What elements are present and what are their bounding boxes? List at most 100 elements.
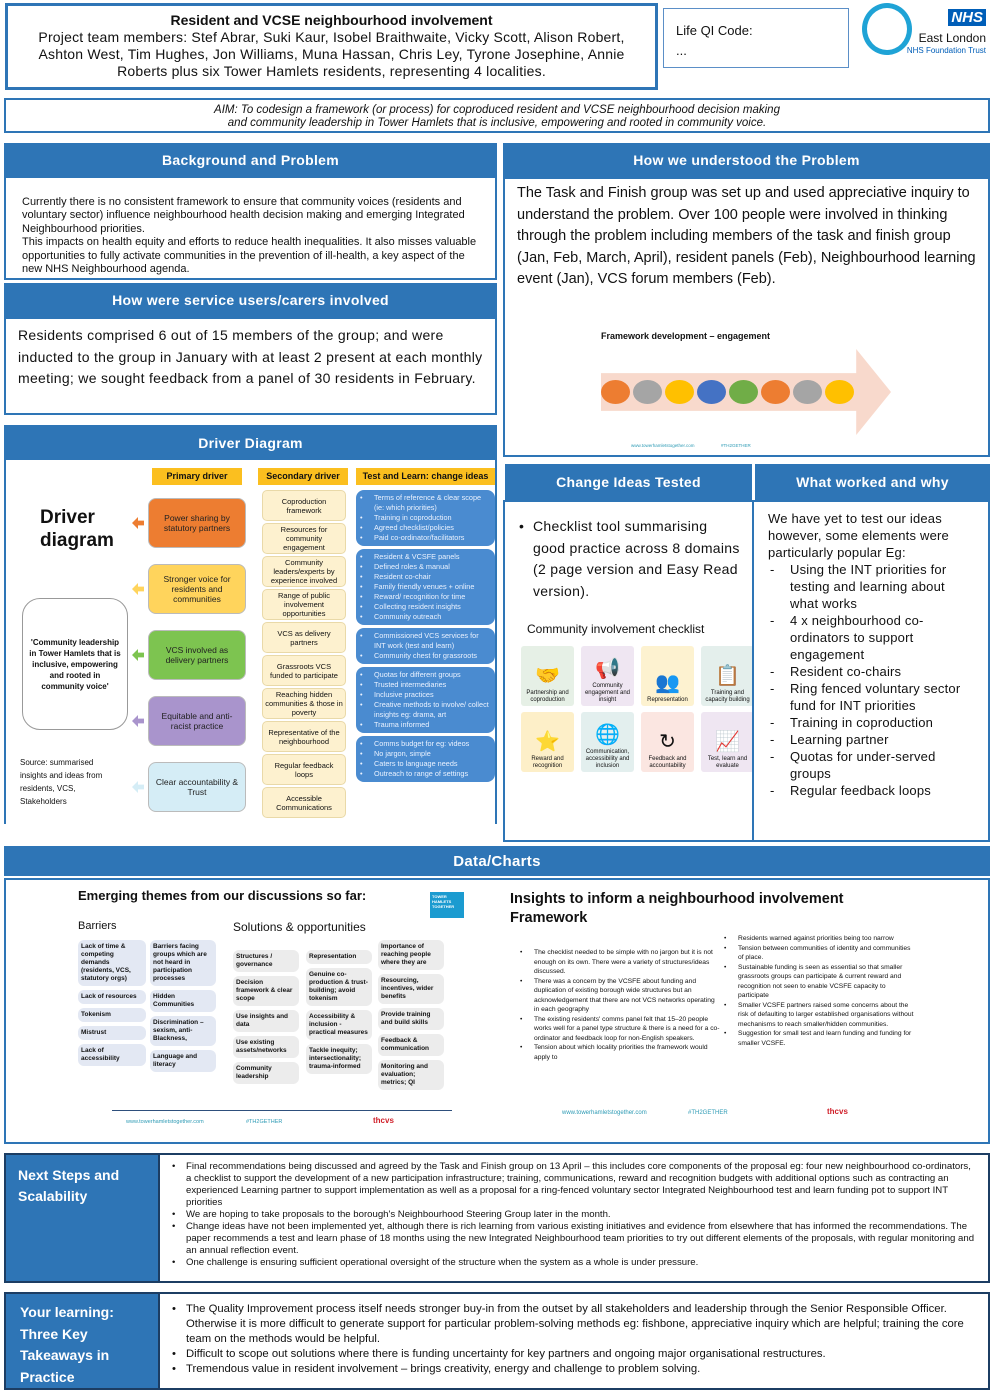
checklist-card-label: Communication, accessibility and inclusi…	[585, 749, 630, 769]
themes-title: Emerging themes from our discussions so …	[78, 888, 367, 903]
change-idea: Comms budget for eg: videos	[360, 739, 491, 749]
theme-pill: Representation	[306, 950, 372, 964]
theme-pill: Structures / governance	[233, 950, 299, 972]
globe-chat-icon: 🌐	[595, 724, 620, 746]
data-header: Data/Charts	[4, 846, 990, 876]
insight-item: Tension between communities of identity …	[724, 944, 914, 963]
theme-pill: Mistrust	[78, 1026, 146, 1040]
involved-header: How were service users/carers involved	[4, 283, 497, 317]
insights-footer-url: www.towerhamletstogether.com	[562, 1110, 647, 1116]
change-idea: Caters to language needs	[360, 759, 491, 769]
primary-driver: VCS involved as delivery partners	[148, 630, 246, 680]
team-members: Project team members: Stef Abrar, Suki K…	[38, 29, 625, 79]
col-change: Test and Learn: change ideas	[356, 468, 495, 485]
insight-item: Sustainable funding is seen as essential…	[724, 963, 914, 1001]
insight-item: There was a concern by the VCSFE about f…	[520, 977, 720, 1015]
theme-pill: Provide training and build skills	[378, 1008, 444, 1030]
involved-text: Residents comprised 6 out of 15 members …	[18, 327, 483, 386]
worked-body: We have yet to test our ideas however, s…	[752, 500, 990, 842]
org-sub: NHS Foundation Trust	[906, 46, 986, 55]
figure-footer-url: www.towerhamletstogether.com	[631, 443, 695, 448]
checklist-card-label: Partnership and coproduction	[526, 690, 569, 703]
checklist-card-label: Community engagement and insight	[584, 683, 631, 703]
secondary-driver: Representative of the neighbourhood	[262, 721, 346, 752]
checklist-card: 🌐 Communication, accessibility and inclus…	[581, 712, 634, 772]
theme-pill: Barriers facing groups which are not hea…	[150, 940, 216, 986]
qi-label: Life QI Code:	[676, 23, 753, 38]
secondary-driver: Resources for community engagement	[262, 523, 346, 554]
change-idea: Creative methods to involve/ collect ins…	[360, 700, 491, 720]
insight-item: The checklist needed to be simple with n…	[520, 948, 720, 977]
theme-pill: Lack of time & competing demands (reside…	[78, 940, 146, 986]
secondary-driver: Accessible Communications	[262, 787, 346, 818]
change-idea: Outreach to range of settings	[360, 769, 491, 779]
checklist-card: 🤝Partnership and coproduction	[521, 646, 574, 706]
elft-logo: NHS East London NHS Foundation Trust	[860, 3, 990, 61]
title-box: Resident and VCSE neighbourhood involvem…	[5, 3, 658, 90]
theme-pill: Use existing assets/networks	[233, 1036, 299, 1058]
change-header: Change Ideas Tested	[505, 464, 752, 500]
theme-pill: Use insights and data	[233, 1010, 299, 1032]
learning-label-panel: Your learning: Three Key Takeaways in Pr…	[4, 1292, 160, 1390]
together-badge: TOWER HAMLETS TOGETHER	[430, 892, 464, 918]
checklist-card: 👥 Representation	[641, 646, 694, 706]
theme-pill: Hidden Communities	[150, 990, 216, 1012]
checklist-card-label: Representation	[647, 697, 688, 703]
barriers-title: Barriers	[78, 920, 117, 932]
refresh-check-icon: ↻	[659, 731, 676, 753]
clipboard-chart-icon: 📈	[715, 731, 740, 753]
arrow-left-icon	[132, 781, 144, 793]
life-qi-box: Life QI Code: ...	[663, 8, 849, 68]
checklist-title: Community involvement checklist	[527, 622, 705, 636]
change-idea: Trauma informed	[360, 720, 491, 730]
theme-pill: Resourcing, incentives, wider benefits	[378, 974, 444, 1004]
arrow-left-icon	[132, 517, 144, 529]
change-ideas-group: Comms budget for eg: videosNo jargon, si…	[356, 736, 495, 782]
next-step-item: Final recommendations being discussed an…	[172, 1161, 976, 1209]
timeline-circle	[697, 380, 726, 404]
change-idea: Quotas for different groups	[360, 670, 491, 680]
understood-header: How we understood the Problem	[503, 143, 990, 177]
checklist-card: ↻Feedback and accountability	[641, 712, 694, 772]
secondary-driver: Grassroots VCS funded to participate	[262, 655, 346, 686]
themes-footer-url: www.towerhamletstogether.com	[126, 1119, 204, 1125]
timeline-circle	[825, 380, 854, 404]
change-ideas-group: Terms of reference & clear scope (ie: wh…	[356, 490, 495, 546]
change-idea: Training in coproduction	[360, 513, 491, 523]
timeline-circle	[665, 380, 694, 404]
involved-body: Residents comprised 6 out of 15 members …	[4, 317, 497, 415]
checklist-card: 📋Training and capacity building	[701, 646, 754, 706]
nhs-logo: NHS	[948, 9, 986, 26]
insight-item: Suggestion for small test and learn fund…	[724, 1029, 914, 1048]
timeline-circle	[729, 380, 758, 404]
framework-figure: Framework development – engagement www.t…	[591, 329, 891, 455]
understood-body: The Task and Finish group was set up and…	[503, 177, 990, 457]
theme-pill: Decision framework & clear scope	[233, 976, 299, 1006]
worked-item: Ring fenced voluntary sector fund for IN…	[768, 680, 974, 714]
figure-footer-tag: #TH2GETHER	[721, 443, 751, 448]
themes-divider	[112, 1110, 452, 1111]
change-idea: No jargon, simple	[360, 749, 491, 759]
worked-item: Quotas for under-served groups	[768, 748, 974, 782]
change-idea: Terms of reference & clear scope (ie: wh…	[360, 493, 491, 513]
poster-title: Resident and VCSE neighbourhood involvem…	[170, 12, 493, 28]
insight-item: Smaller VCSFE partners raised some conce…	[724, 1001, 914, 1030]
driver-diagram: Driver diagram 'Community leadership in …	[4, 460, 497, 824]
change-idea: Community outreach	[360, 612, 491, 622]
learning-item: Tremendous value in resident involvement…	[172, 1362, 976, 1377]
checklist-card-label: Training and capacity building	[705, 690, 750, 703]
arrow-left-icon	[132, 583, 144, 595]
change-idea: Agreed checklist/policies	[360, 523, 491, 533]
timeline-circle	[761, 380, 790, 404]
change-idea-item: Checklist tool summarising good practice…	[519, 516, 742, 602]
worked-header: What worked and why	[755, 464, 990, 500]
secondary-driver: Reaching hidden communities & those in p…	[262, 688, 346, 719]
secondary-driver: Range of public involvement opportunitie…	[262, 589, 346, 620]
insights-thcvs-logo: thcvs	[827, 1107, 848, 1116]
people-icon: 👥	[655, 672, 680, 694]
driver-heading: Driver diagram	[40, 507, 114, 551]
checklist-card: ⭐Reward and recognition	[521, 712, 574, 772]
driver-aim: 'Community leadership in Tower Hamlets t…	[22, 598, 128, 730]
aim-box: AIM: To codesign a framework (or process…	[4, 98, 990, 133]
worked-intro: We have yet to test our ideas however, s…	[768, 511, 949, 560]
